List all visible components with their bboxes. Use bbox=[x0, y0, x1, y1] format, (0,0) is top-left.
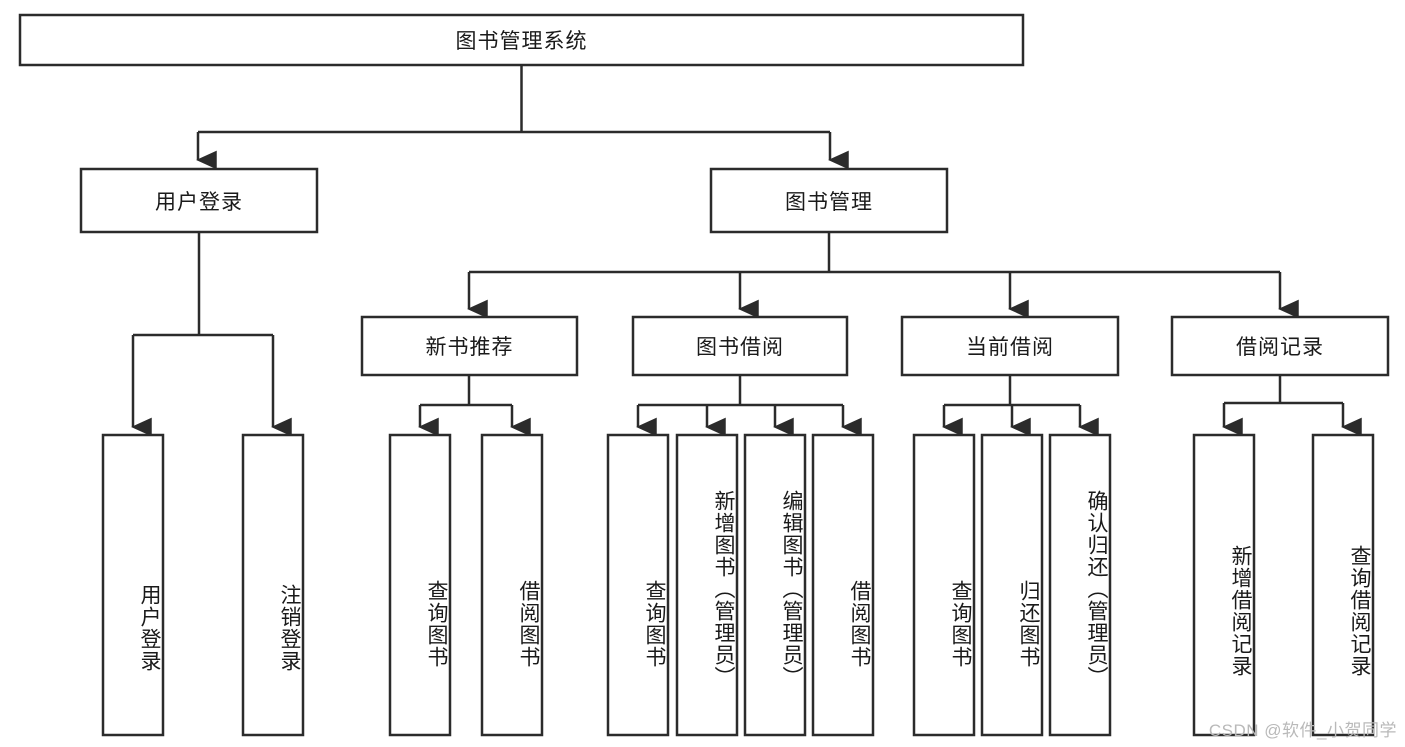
node-leaf-confirm-return-box[interactable] bbox=[1048, 433, 1112, 737]
node-leaf-add-book-box[interactable] bbox=[675, 433, 739, 737]
node-leaf-query-record-box[interactable] bbox=[1311, 433, 1375, 737]
node-leaf-borrow-book-2-box[interactable] bbox=[811, 433, 875, 737]
node-leaf-query-book-3-box[interactable] bbox=[912, 433, 976, 737]
node-leaf-edit-book-box[interactable] bbox=[743, 433, 807, 737]
node-leaf-return-book-box[interactable] bbox=[980, 433, 1044, 737]
node-root-box[interactable] bbox=[18, 13, 1025, 67]
node-leaf-logout-box[interactable] bbox=[241, 433, 305, 737]
node-book-manage-box[interactable] bbox=[709, 167, 949, 234]
node-current-borrow-box[interactable] bbox=[900, 315, 1120, 377]
node-user-login-box[interactable] bbox=[79, 167, 319, 234]
node-leaf-add-record-box[interactable] bbox=[1192, 433, 1256, 737]
node-leaf-borrow-book-1-box[interactable] bbox=[480, 433, 544, 737]
node-book-borrow-box[interactable] bbox=[631, 315, 849, 377]
node-leaf-query-book-2-box[interactable] bbox=[606, 433, 670, 737]
node-borrow-record-box[interactable] bbox=[1170, 315, 1390, 377]
node-leaf-query-book-1-box[interactable] bbox=[388, 433, 452, 737]
node-leaf-user-login-box[interactable] bbox=[101, 433, 165, 737]
node-new-book-recommend-box[interactable] bbox=[360, 315, 579, 377]
